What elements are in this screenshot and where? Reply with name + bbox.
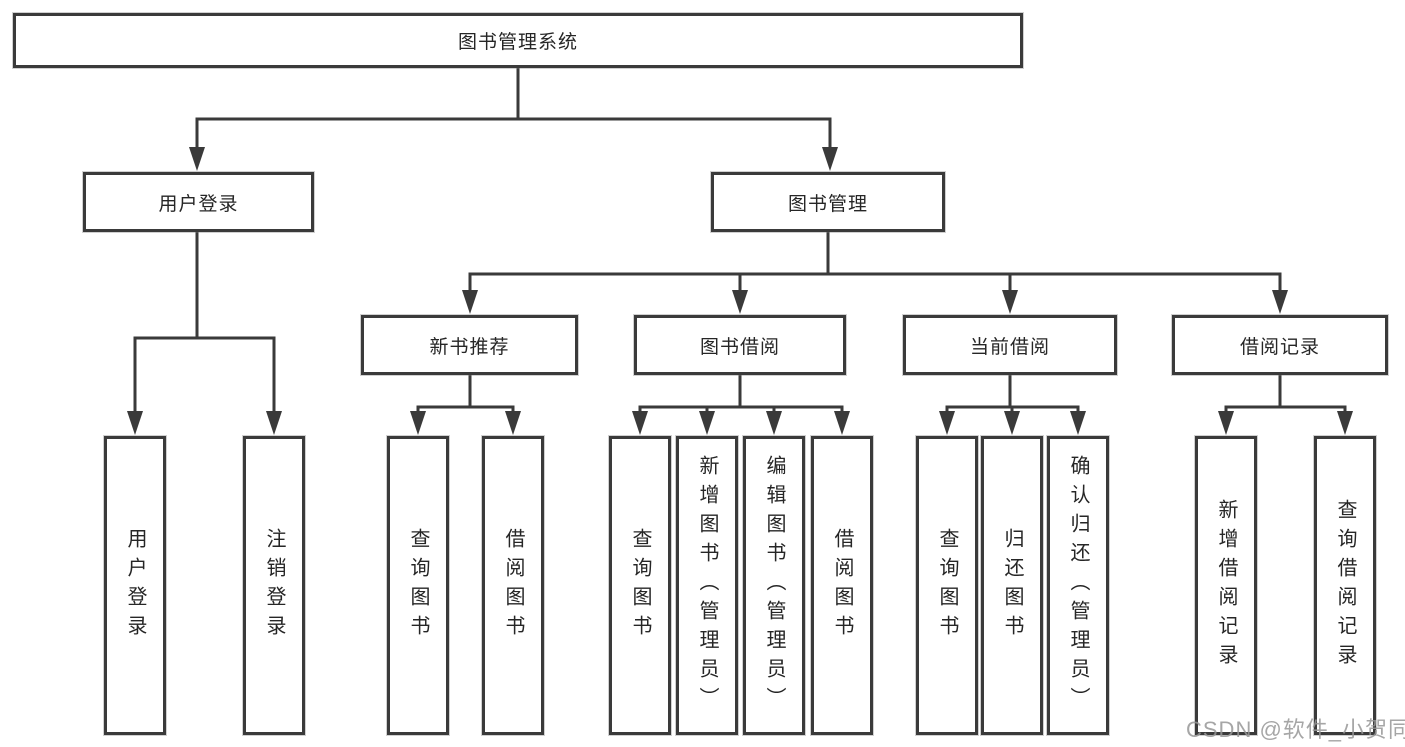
leaf-add-book-admin: 新增图书（管理员） <box>676 436 738 735</box>
node-user-login-label: 用户登录 <box>158 193 239 215</box>
node-borrow-record-label: 借阅记录 <box>1239 336 1320 358</box>
arrowhead-down-icon <box>632 411 648 435</box>
connector-new-book-to-leaves <box>410 375 521 435</box>
arrowhead-down-icon <box>189 147 205 171</box>
arrowhead-down-icon <box>1272 290 1288 314</box>
leaf-query-borrow-record-label: 查询借阅记录 <box>1334 498 1356 673</box>
leaf-query-book-current-label: 查询图书 <box>936 527 958 644</box>
node-library-system-label: 图书管理系统 <box>457 32 578 53</box>
node-book-borrow-label: 图书借阅 <box>699 336 780 358</box>
arrowhead-down-icon <box>1337 411 1353 435</box>
connector-user-login-to-leaves <box>127 232 282 435</box>
node-current-borrow: 当前借阅 <box>903 315 1117 375</box>
arrowhead-down-icon <box>939 411 955 435</box>
arrowhead-down-icon <box>766 411 782 435</box>
arrowhead-down-icon <box>505 411 521 435</box>
leaf-add-borrow-record-label: 新增借阅记录 <box>1215 498 1237 673</box>
node-book-management-label: 图书管理 <box>787 193 868 215</box>
arrowhead-down-icon <box>127 411 143 435</box>
leaf-add-book-admin-label: 新增图书（管理员） <box>696 455 718 716</box>
leaf-add-borrow-record: 新增借阅记录 <box>1195 436 1257 735</box>
arrowhead-down-icon <box>1004 411 1020 435</box>
leaf-edit-book-admin: 编辑图书（管理员） <box>743 436 805 735</box>
node-new-book-recommend: 新书推荐 <box>361 315 578 375</box>
arrowhead-down-icon <box>266 411 282 435</box>
leaf-logout-label: 注销登录 <box>263 527 285 644</box>
leaf-confirm-return-admin-label: 确认归还（管理员） <box>1067 455 1089 716</box>
arrowhead-down-icon <box>1218 411 1234 435</box>
arrowhead-down-icon <box>732 290 748 314</box>
leaf-borrow-book-recommend-label: 借阅图书 <box>502 527 524 644</box>
leaf-query-book-current: 查询图书 <box>916 436 978 735</box>
leaf-user-login: 用户登录 <box>104 436 166 735</box>
connector-root-to-level2 <box>189 67 838 171</box>
csdn-watermark: CSDN @软件_小贺同学 <box>1186 717 1405 742</box>
node-borrow-record: 借阅记录 <box>1172 315 1388 375</box>
arrowhead-down-icon <box>822 147 838 171</box>
leaf-return-book-label: 归还图书 <box>1001 527 1023 644</box>
node-new-book-recommend-label: 新书推荐 <box>429 336 510 358</box>
leaf-query-book-recommend: 查询图书 <box>387 436 449 735</box>
connector-borrow-record-to-leaves <box>1218 375 1353 435</box>
node-library-system: 图书管理系统 <box>13 13 1023 68</box>
connector-current-borrow-to-leaves <box>939 375 1086 435</box>
arrowhead-down-icon <box>1070 411 1086 435</box>
leaf-borrow-book: 借阅图书 <box>811 436 873 735</box>
arrowhead-down-icon <box>699 411 715 435</box>
leaf-confirm-return-admin: 确认归还（管理员） <box>1047 436 1109 735</box>
connector-book-borrow-to-leaves <box>632 375 850 435</box>
node-book-borrow: 图书借阅 <box>634 315 846 375</box>
leaf-logout: 注销登录 <box>243 436 305 735</box>
node-book-management: 图书管理 <box>711 172 945 232</box>
arrowhead-down-icon <box>462 290 478 314</box>
leaf-query-book-borrow-label: 查询图书 <box>629 527 651 644</box>
leaf-query-book-borrow: 查询图书 <box>609 436 671 735</box>
leaf-return-book: 归还图书 <box>981 436 1043 735</box>
node-user-login: 用户登录 <box>83 172 314 232</box>
arrowhead-down-icon <box>410 411 426 435</box>
leaf-query-borrow-record: 查询借阅记录 <box>1314 436 1376 735</box>
connector-book-mgmt-to-level3 <box>462 232 1288 314</box>
node-current-borrow-label: 当前借阅 <box>969 336 1050 358</box>
leaf-edit-book-admin-label: 编辑图书（管理员） <box>763 455 785 716</box>
leaf-borrow-book-label: 借阅图书 <box>831 527 853 644</box>
leaf-query-book-recommend-label: 查询图书 <box>407 527 429 644</box>
arrowhead-down-icon <box>1002 290 1018 314</box>
leaf-user-login-label: 用户登录 <box>124 527 146 644</box>
arrowhead-down-icon <box>834 411 850 435</box>
leaf-borrow-book-recommend: 借阅图书 <box>482 436 544 735</box>
